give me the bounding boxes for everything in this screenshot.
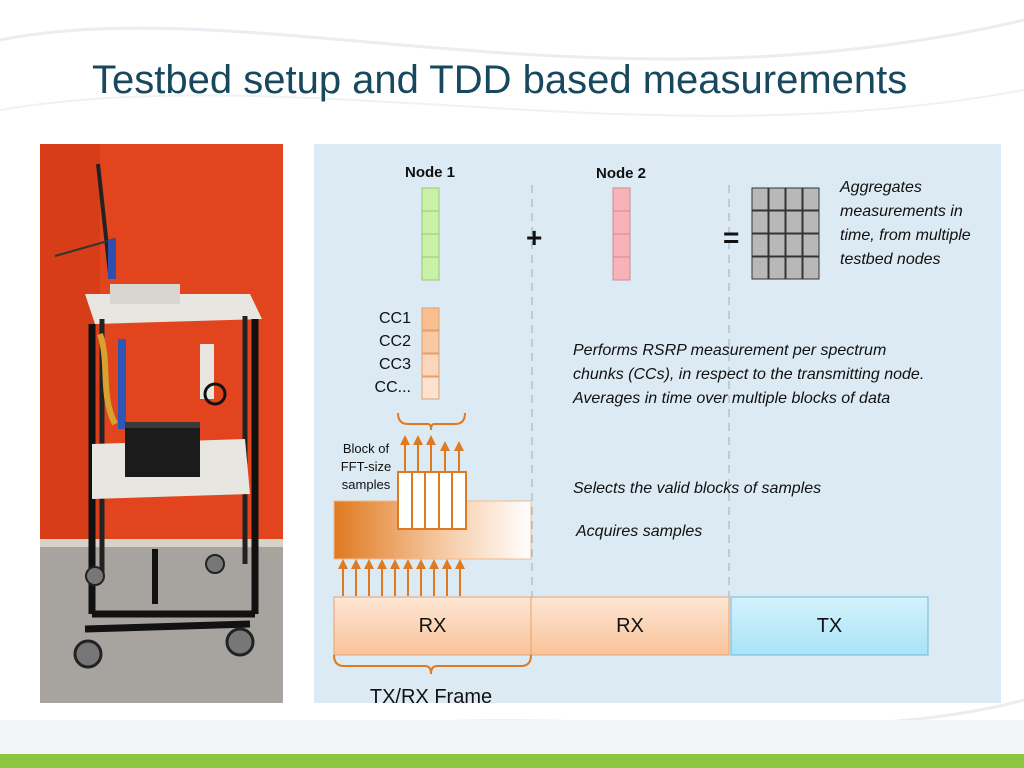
select-description: Selects the valid blocks of samples bbox=[573, 480, 822, 497]
frame-slot-rx-2-label: RX bbox=[616, 615, 644, 637]
cc-label-1: CC1 bbox=[378, 310, 411, 327]
cc-label-2: CC2 bbox=[378, 333, 411, 350]
node2-label: Node 2 bbox=[596, 165, 647, 182]
node1-label: Node 1 bbox=[405, 164, 456, 181]
slide-title: Testbed setup and TDD based measurements bbox=[92, 58, 908, 102]
frame-label: TX/RX Frame bbox=[369, 686, 493, 708]
aggregate-grid bbox=[751, 187, 820, 280]
equals-sign: = bbox=[723, 222, 740, 253]
plus-sign: + bbox=[526, 222, 543, 253]
cc-column bbox=[421, 307, 440, 400]
cc-label-4: CC... bbox=[374, 379, 411, 396]
fft-block-label: Block of FFT-size samples bbox=[340, 441, 392, 492]
accent-bar bbox=[0, 754, 1024, 768]
node1-column bbox=[421, 187, 440, 281]
frame-slot-rx-1 bbox=[333, 596, 532, 656]
frame-slot-rx-1-label: RX bbox=[418, 615, 447, 637]
rsrp-description: Performs RSRP measurement per spectrum c… bbox=[573, 342, 925, 407]
cc-label-3: CC3 bbox=[378, 356, 411, 373]
testbed-cart-photo bbox=[40, 144, 283, 703]
aggregate-description: Aggregates measurements in time, from mu… bbox=[840, 179, 971, 268]
frame-slot-rx-2 bbox=[530, 596, 730, 656]
frame-slot-tx bbox=[730, 596, 929, 656]
node2-column bbox=[612, 187, 631, 281]
frame-slot-tx-label: TX bbox=[816, 615, 843, 637]
acquire-description: Acquires samples bbox=[576, 523, 703, 540]
